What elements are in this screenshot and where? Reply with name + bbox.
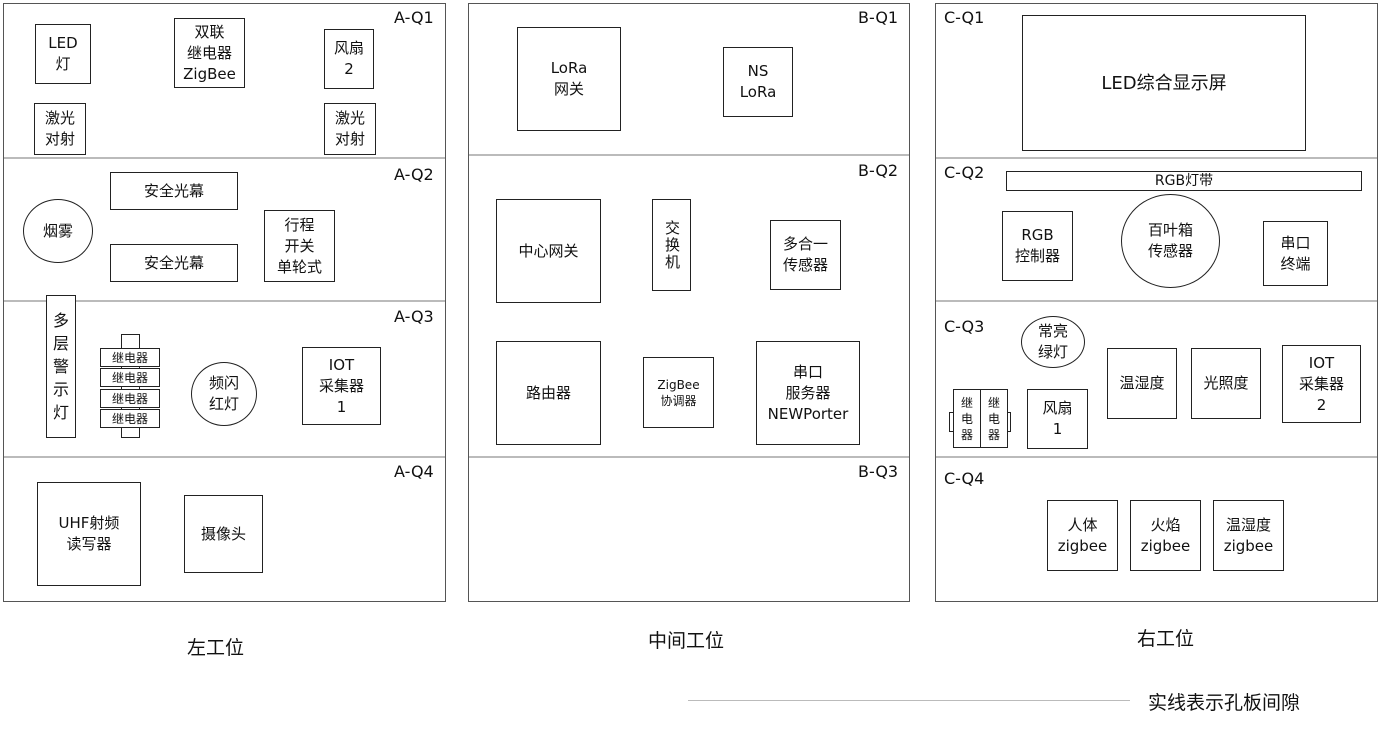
iot-collector-2: IOT 采集器 2 [1282, 345, 1361, 423]
zone-label: C-Q3 [944, 317, 985, 336]
iot-collector-1: IOT 采集器 1 [302, 347, 381, 425]
relay: 继电器 [100, 348, 160, 367]
led-light: LED 灯 [35, 24, 91, 84]
flame-sensor-zigbee: 火焰 zigbee [1130, 500, 1201, 571]
fan-2: 风扇 2 [324, 29, 374, 89]
right-station-caption: 右工位 [1137, 628, 1195, 650]
smoke-sensor: 烟雾 [23, 199, 93, 263]
human-sensor-zigbee: 人体 zigbee [1047, 500, 1118, 571]
router: 路由器 [496, 341, 601, 445]
relay: 继电器 [100, 409, 160, 428]
legend-text: 实线表示孔板间隙 [1148, 692, 1301, 714]
divider [4, 157, 445, 159]
ns-lora: NS LoRa [723, 47, 793, 117]
rgb-light-strip: RGB灯带 [1006, 171, 1362, 191]
multi-sensor: 多合一 传感器 [770, 220, 841, 290]
lora-gateway: LoRa 网关 [517, 27, 621, 131]
divider [4, 456, 445, 458]
right-station-panel [935, 3, 1378, 602]
rgb-controller: RGB 控制器 [1002, 211, 1073, 281]
divider [936, 157, 1377, 159]
serial-server: 串口 服务器 NEWPorter [756, 341, 860, 445]
zone-label: C-Q2 [944, 163, 985, 182]
divider [4, 300, 445, 302]
network-switch: 交换机 [652, 199, 691, 291]
led-display-screen: LED综合显示屏 [1022, 15, 1306, 151]
temp-humidity-zigbee: 温湿度 zigbee [1213, 500, 1284, 571]
divider [469, 154, 909, 156]
steady-green-light: 常亮 绿灯 [1021, 316, 1085, 368]
serial-terminal: 串口 终端 [1263, 221, 1328, 286]
middle-station-caption: 中间工位 [648, 630, 725, 652]
laser-sensor: 激光 对射 [324, 103, 376, 155]
center-gateway: 中心网关 [496, 199, 601, 303]
divider [469, 456, 909, 458]
legend-line [688, 700, 1130, 701]
middle-station-panel [468, 3, 910, 602]
laser-sensor: 激光 对射 [34, 103, 86, 155]
zigbee-coordinator: ZigBee 协调器 [643, 357, 714, 428]
light-sensor: 光照度 [1191, 348, 1261, 419]
strobe-red-light: 频闪 红灯 [191, 362, 257, 426]
zone-label: B-Q1 [858, 8, 899, 27]
zone-label: A-Q2 [394, 165, 434, 184]
multi-layer-warning-light: 多 层 警 示 灯 [46, 295, 76, 438]
zone-label: B-Q3 [858, 462, 899, 481]
zone-label: A-Q4 [394, 462, 434, 481]
limit-switch: 行程 开关 单轮式 [264, 210, 335, 282]
temp-humidity-sensor: 温湿度 [1107, 348, 1177, 419]
zone-label: A-Q3 [394, 307, 434, 326]
safety-light-curtain: 安全光幕 [110, 244, 238, 282]
relay: 继电器 [100, 368, 160, 387]
fan-1: 风扇 1 [1027, 389, 1088, 449]
zone-label: C-Q4 [944, 469, 985, 488]
safety-light-curtain: 安全光幕 [110, 172, 238, 210]
divider [936, 300, 1377, 302]
zone-label: A-Q1 [394, 8, 434, 27]
zone-label: C-Q1 [944, 8, 985, 27]
louver-box-sensor: 百叶箱 传感器 [1121, 194, 1220, 288]
dual-relay-zigbee: 双联 继电器 ZigBee [174, 18, 245, 88]
uhf-rfid-reader: UHF射频 读写器 [37, 482, 141, 586]
relay: 继电器 [100, 389, 160, 408]
relay: 继 电 器 [953, 389, 981, 448]
left-station-caption: 左工位 [187, 637, 245, 659]
relay: 继 电 器 [980, 389, 1008, 448]
left-station-panel [3, 3, 446, 602]
zone-label: B-Q2 [858, 161, 899, 180]
divider [936, 456, 1377, 458]
camera: 摄像头 [184, 495, 263, 573]
